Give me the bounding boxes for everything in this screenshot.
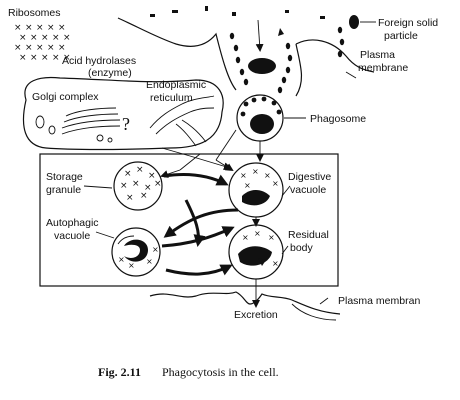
- label-plasma-bottom: Plasma membran: [338, 295, 420, 307]
- x-mark: ×: [30, 33, 38, 43]
- x-mark: ×: [118, 255, 125, 264]
- autophagic-vacuole: ××××: [111, 227, 161, 277]
- vesicle-dot: [235, 56, 241, 64]
- vesicle-dot: [233, 44, 239, 52]
- membrane-vesicles: [229, 26, 345, 94]
- storage-granule: ×××××××××: [113, 161, 163, 211]
- label-storage-2: granule: [46, 184, 81, 196]
- x-mark: ×: [148, 171, 156, 181]
- flow-lines: [160, 129, 264, 308]
- x-mark: ×: [254, 229, 261, 238]
- golgi-er-region: ?: [22, 76, 224, 151]
- outside-particles: [150, 6, 325, 36]
- vesicle-dot: [229, 32, 235, 40]
- x-mark: ×: [146, 257, 153, 266]
- label-autophagic-2: vacuole: [54, 230, 90, 242]
- x-mark: ×: [19, 53, 27, 63]
- label-foreign-solid: Foreign solid: [378, 17, 438, 29]
- label-plasma-top-1: Plasma: [360, 49, 395, 61]
- svg-text:?: ?: [122, 114, 130, 134]
- x-mark: ×: [244, 181, 251, 190]
- x-mark: ×: [128, 261, 135, 270]
- label-storage-1: Storage: [46, 171, 83, 183]
- lysosome-system-box: [39, 153, 339, 287]
- x-mark: ×: [25, 23, 33, 33]
- x-mark: ×: [132, 179, 140, 189]
- x-mark: ×: [58, 23, 66, 33]
- label-ribosomes: Ribosomes: [8, 7, 61, 19]
- label-enzyme: (enzyme): [88, 67, 132, 79]
- x-mark: ×: [126, 193, 134, 203]
- x-mark: ×: [152, 245, 159, 254]
- leader-lines: [83, 71, 357, 255]
- vesicle-dot: [243, 78, 249, 86]
- x-mark: ×: [268, 233, 275, 242]
- x-mark: ×: [240, 171, 247, 180]
- x-mark: ×: [272, 259, 279, 268]
- label-endoplasmic: Endoplasmic: [146, 79, 206, 91]
- x-mark: ×: [14, 23, 22, 33]
- caption-number: Fig. 2.11: [98, 365, 141, 379]
- label-reticulum: reticulum: [150, 92, 193, 104]
- x-mark: ×: [19, 33, 27, 43]
- x-mark: ×: [63, 53, 71, 63]
- phagosome: [236, 94, 306, 142]
- x-mark: ×: [52, 53, 60, 63]
- x-mark: ×: [25, 43, 33, 53]
- pathway-arrows: [161, 172, 239, 276]
- label-residual-2: body: [290, 242, 314, 254]
- figure-caption: Fig. 2.11 Phagocytosis in the cell.: [98, 365, 279, 379]
- vesicle-dot: [285, 66, 291, 74]
- label-golgi-complex: Golgi complex: [32, 91, 99, 103]
- label-residual-1: Residual: [288, 229, 329, 241]
- caption-text: Phagocytosis in the cell.: [162, 365, 279, 379]
- vesicle-dot: [337, 50, 343, 58]
- x-mark: ×: [272, 179, 279, 188]
- ribosomes: ××××××××××××××××××××: [14, 23, 71, 63]
- vesicle-dot: [239, 68, 245, 76]
- label-plasma-top-2: membrane: [358, 62, 408, 74]
- foreign-particle: [248, 15, 376, 74]
- x-mark: ×: [47, 23, 55, 33]
- labels: Ribosomes Acid hydrolases (enzyme) Golgi…: [8, 7, 438, 321]
- x-mark: ×: [140, 191, 148, 201]
- x-mark: ×: [144, 183, 152, 193]
- x-mark: ×: [58, 43, 66, 53]
- x-mark: ×: [154, 179, 162, 189]
- x-mark: ×: [41, 33, 49, 43]
- residual-body: × × × ×: [228, 224, 284, 280]
- plasma-membrane-bottom: [149, 291, 341, 321]
- x-mark: ×: [242, 233, 249, 242]
- vesicle-dot: [339, 38, 345, 46]
- x-mark: ×: [63, 33, 71, 43]
- vesicle-dot: [287, 54, 293, 62]
- vesicle-dot: [281, 76, 287, 84]
- x-mark: ×: [124, 169, 132, 179]
- x-mark: ×: [36, 43, 44, 53]
- label-digestive-2: vacuole: [290, 184, 326, 196]
- x-mark: ×: [36, 23, 44, 33]
- x-mark: ×: [52, 33, 60, 43]
- label-particle: particle: [384, 30, 418, 42]
- vesicle-dot: [277, 86, 283, 94]
- x-mark: ×: [264, 171, 271, 180]
- plasma-membrane-top: [117, 17, 375, 97]
- label-phagosome: Phagosome: [310, 113, 366, 125]
- label-acid-hydrolases: Acid hydrolases: [62, 55, 136, 67]
- label-excretion: Excretion: [234, 309, 278, 321]
- x-mark: ×: [120, 181, 128, 191]
- x-mark: ×: [136, 165, 144, 175]
- vesicle-dot: [285, 42, 291, 50]
- vesicle-dot: [337, 26, 343, 34]
- x-mark: ×: [30, 53, 38, 63]
- label-digestive-1: Digestive: [288, 171, 331, 183]
- x-mark: ×: [47, 43, 55, 53]
- label-autophagic-1: Autophagic: [46, 217, 99, 229]
- x-mark: ×: [252, 167, 259, 176]
- x-mark: ×: [14, 43, 22, 53]
- x-mark: ×: [41, 53, 49, 63]
